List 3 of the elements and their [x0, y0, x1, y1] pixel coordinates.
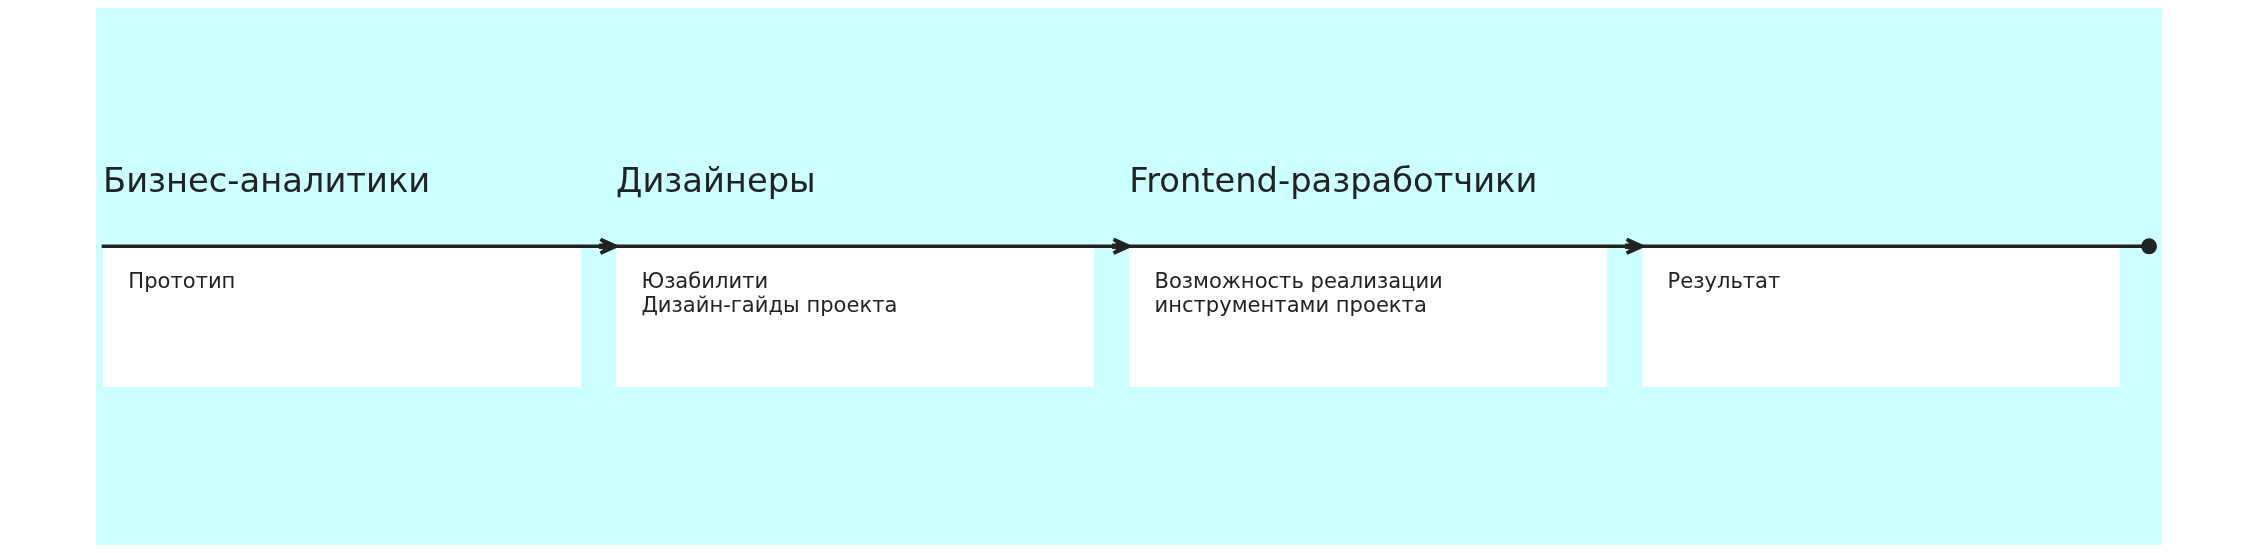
node-label: Дизайнеры: [616, 160, 816, 200]
node-label: Frontend-разработчики: [1129, 160, 1538, 200]
node-label: Бизнес-аналитики: [103, 160, 431, 200]
